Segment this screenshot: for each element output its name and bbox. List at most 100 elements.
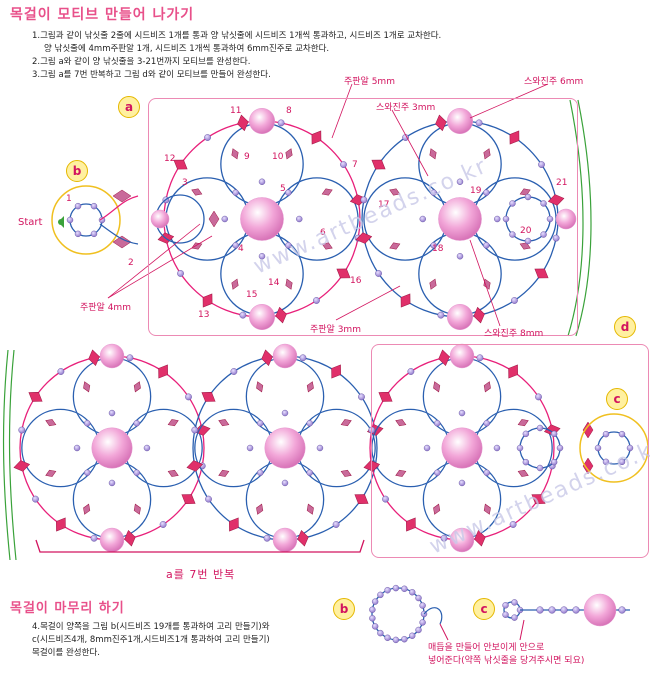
pearl-6mm	[447, 108, 473, 134]
abacus-bead-5mm	[582, 421, 594, 439]
abacus-bead-3mm	[83, 381, 91, 393]
seed-bead	[263, 534, 271, 542]
step-num-17: 17	[378, 200, 390, 210]
start-ring	[69, 203, 103, 237]
seed-bead	[572, 606, 580, 614]
finish-line-1: 4.목걸이 양쪽을 그림 b(시드비즈 19개를 통과하여 고리 만들기)와	[32, 622, 270, 632]
seed-bead	[538, 161, 545, 168]
seed-bead	[407, 368, 415, 375]
seed-bead	[108, 479, 116, 487]
abacus-bead-3mm	[519, 188, 531, 196]
abacus-bead-5mm	[371, 159, 386, 170]
seed-bead	[108, 409, 116, 417]
pearl-8mm	[438, 197, 482, 241]
abacus-bead-3mm	[483, 278, 491, 290]
seed-bead	[32, 495, 39, 503]
seed-bead	[369, 606, 376, 613]
seed-bead	[458, 479, 466, 487]
seed-bead	[18, 426, 26, 434]
abacus-bead-5mm	[331, 364, 341, 379]
finish-line-3: 목걸이를 완성한다.	[32, 648, 100, 658]
abacus-bead-5mm	[173, 159, 188, 170]
seed-bead	[434, 420, 441, 427]
abacus-bead-5mm	[473, 306, 485, 324]
step-num-16: 16	[350, 276, 362, 286]
pointer-abacus-4mm	[107, 223, 201, 299]
seed-bead	[456, 178, 464, 185]
seed-bead	[430, 189, 437, 196]
start-label: Start	[18, 217, 43, 228]
abacus-bead-3mm	[483, 148, 491, 160]
seed-bead	[536, 606, 544, 614]
seed-bead	[535, 393, 542, 401]
seed-bead	[384, 586, 391, 594]
motif-d-box	[371, 344, 649, 558]
abacus-bead-5mm	[435, 114, 447, 132]
seed-bead	[618, 430, 626, 438]
finish-note: 매듭을 만들어 안보이게 안으로 넣어준다(약쪽 낚싯줄을 당겨주시면 되요)	[428, 642, 584, 668]
step-num-10: 10	[272, 152, 284, 162]
abacus-bead-5mm	[336, 268, 351, 279]
step-num-14: 14	[268, 278, 280, 288]
seed-bead	[66, 216, 74, 224]
pearl-8mm	[441, 427, 483, 469]
pointer-abacus-5mm	[331, 83, 353, 139]
pearl-8mm	[264, 427, 306, 469]
seed-bead	[340, 161, 347, 168]
pearl-6mm	[249, 304, 275, 330]
abacus-bead-5mm	[201, 392, 216, 402]
seed-bead	[74, 202, 82, 210]
abacus-bead-5mm	[186, 460, 204, 472]
abacus-bead-3mm	[483, 503, 491, 515]
abacus-bead-5mm	[531, 494, 546, 504]
seed-bead	[74, 230, 82, 238]
seed-bead	[536, 464, 544, 472]
pointer-pearl-3mm	[391, 109, 429, 177]
step-num-3: 3	[182, 178, 188, 188]
abacus-bead-3mm	[306, 381, 314, 393]
seed-bead	[516, 444, 524, 452]
abacus-bead-3mm	[133, 381, 141, 393]
abacus-bead-3mm	[231, 148, 239, 160]
seed-bead	[73, 444, 81, 452]
seed-bead	[483, 469, 490, 476]
step-num-8: 8	[286, 106, 292, 116]
seed-bead	[143, 444, 151, 452]
seed-bead	[281, 409, 289, 417]
abacus-bead-5mm	[158, 364, 168, 379]
seed-bead	[522, 430, 530, 438]
abacus-bead-3mm	[433, 503, 441, 515]
abacus-bead-3mm	[517, 419, 529, 427]
pearl-6mm	[447, 304, 473, 330]
seed-bead	[419, 215, 426, 223]
abacus-bead-5mm	[582, 457, 594, 475]
abacus-bead-5mm	[229, 517, 239, 532]
seed-bead	[285, 242, 292, 249]
seed-bead	[90, 230, 98, 238]
step-num-18: 18	[432, 244, 444, 254]
step-num-15: 15	[246, 290, 258, 300]
abacus-bead-3mm	[133, 503, 141, 515]
seed-bead	[546, 215, 554, 223]
seed-bead	[540, 200, 547, 207]
pearl-6mm	[272, 527, 298, 553]
abacus-bead-5mm	[202, 293, 213, 308]
abacus-bead-5mm	[508, 364, 518, 379]
seed-bead	[316, 444, 324, 452]
seed-bead	[126, 354, 134, 362]
finish-label-b: b	[333, 598, 355, 620]
abacus-bead-5mm	[124, 529, 136, 547]
abacus-bead-3mm	[167, 419, 179, 427]
seed-bead	[232, 189, 239, 196]
pearl-8mm	[240, 197, 284, 241]
seed-bead	[281, 479, 289, 487]
abacus-bead-3mm	[167, 469, 179, 477]
seed-bead	[540, 231, 547, 238]
seed-bead	[191, 426, 199, 434]
seed-bead	[483, 242, 490, 249]
abacus-bead-3mm	[45, 469, 57, 477]
abacus-bead-3mm	[389, 242, 401, 250]
seed-bead	[332, 521, 340, 528]
seed-bead	[230, 368, 238, 375]
seed-bead	[618, 458, 626, 466]
